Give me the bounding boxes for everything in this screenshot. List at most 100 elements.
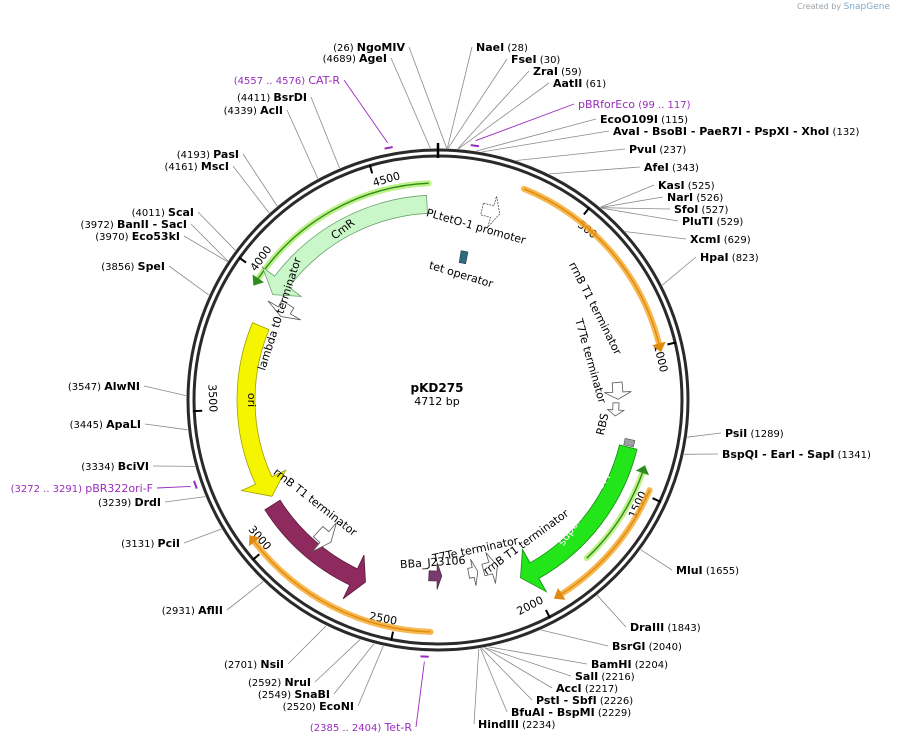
t7te-terminator-arrow-bottom [467,558,479,586]
rrnb-t1-terminator-arrow-bottom [481,552,498,584]
orf-arrowhead-top-right [652,341,666,353]
restriction-site-label: (3970) Eco53kI [95,230,180,243]
site-leader-line [164,496,206,503]
restriction-site-label: (2592) NruI [248,676,311,689]
tick-mark [251,553,260,561]
orf-arrowhead-bottom-orange [249,535,261,547]
tick-mark [368,164,374,174]
restriction-site-label: (3856) SpeI [101,260,165,273]
site-leader-line [458,82,550,150]
site-leader-line [168,265,210,296]
feature-label-tet-operator: tet operator [427,259,495,291]
restriction-site-label: KasI (525) [658,179,715,192]
site-leader-line [516,148,626,161]
site-leader-line [390,57,431,149]
site-leader-line [333,643,375,695]
restriction-site-label: (3445) ApaLI [70,418,141,431]
orf-arrow-right-orange-core [561,489,651,595]
restriction-site-label: EcoO109I (115) [600,113,688,126]
restriction-site-label: SfoI (527) [674,203,729,216]
feature-label-pltet-promoter: PLtetO-1 promoter [425,206,528,247]
site-leader-line [601,207,679,222]
restriction-site-label: BamHI (2204) [591,658,668,671]
restriction-site-label: (3334) BciVI [81,460,149,473]
site-leader-line [314,639,361,683]
plasmid-center: pKD275 4712 bp [411,381,464,408]
restriction-site-label: (26) NgoMIV [333,41,405,54]
restriction-site-label: PvuI (237) [629,143,686,156]
restriction-site-label: (4689) AgeI [323,52,387,65]
restriction-site-label: BsrGI (2040) [612,640,682,653]
restriction-site-label: (2701) NsiI [224,658,284,671]
tick-mark [238,256,247,264]
primer-label: (2385 .. 2404) Tet-R [310,721,413,734]
restriction-site-label: ZraI (59) [533,65,582,78]
site-leader-line [596,595,627,628]
tick-label: 3500 [205,384,219,413]
site-leader-line [286,109,319,179]
rrnb-t1-terminator-arrow-right [604,381,632,400]
credit-prefix: Created by [797,2,842,11]
restriction-site-label: (4339) AclI [224,104,283,117]
primer-mark [193,480,198,489]
restriction-site-label: (3547) AlwNI [68,380,140,393]
primer-leader-line [475,103,575,142]
restriction-site-label: FseI (30) [511,53,560,66]
tet-operator-box [458,250,469,265]
restriction-site-label: XcmI (629) [690,233,751,246]
site-leader-line [600,207,671,210]
leader-lines [143,46,722,728]
orf-arrowhead-right-orange [553,588,566,600]
site-leader-line [476,118,597,152]
site-leader-line [662,256,697,286]
restriction-site-label: (4011) ScaI [132,206,194,219]
primer-leader-line [415,661,425,728]
restriction-site-label: AvaI - BsoBI - PaeR7I - PspXI - XhoI (13… [613,125,860,138]
site-leader-line [447,58,508,149]
feature-label-rrnb-t1-right: rrnB T1 terminator [566,260,624,358]
feature-label-ori: ori [245,393,258,407]
restriction-site-label: MluI (1655) [676,564,739,577]
site-leader-line [482,130,610,153]
site-labels: (26) NgoMIV NaeI (28)FseI (30)ZraI (59)Aa… [11,41,871,734]
restriction-site-label: SalI (2216) [575,670,635,683]
site-leader-line [183,235,228,262]
orf-arrowhead-right-green [635,465,649,476]
plasmid-name: pKD275 [411,381,464,395]
bba-j23106-arrow [428,562,443,590]
site-leader-line [484,647,553,689]
t7te-terminator-arrow-right [606,402,626,417]
site-leader-line [687,432,722,438]
site-leader-line [242,153,278,207]
site-leader-line [625,231,687,240]
orf-arrow-bottom-orange-core [253,541,431,633]
restriction-site-label: AfeI (343) [644,161,699,174]
primer-label: (3272 .. 3291) pBR322ori-F [11,482,153,495]
cmr-arrow [261,194,428,297]
snapgene-credit: Created by SnapGene [797,2,890,12]
restriction-site-label: (2931) AflII [162,604,223,617]
restriction-site-label: (3131) PciI [121,537,180,550]
primer-mark [384,146,393,150]
tick-mark [652,497,662,503]
site-leader-line [144,423,188,431]
restriction-site-label: HpaI (823) [700,251,759,264]
site-leader-line [600,184,655,208]
restriction-site-label: NaeI (28) [476,41,528,54]
restriction-site-label: (4193) PasI [177,148,239,161]
restriction-site-label: (4411) BsrDI [237,91,307,104]
restriction-site-label: DraIII (1843) [630,621,701,634]
site-leader-line [226,581,264,611]
site-leader-line [287,625,327,665]
tick-label: 2000 [515,594,546,618]
primer-leader-line [156,485,191,489]
snapgene-logo: SnapGene [843,2,890,12]
restriction-site-label: BfuAI - BspMI (2229) [511,706,631,719]
rrnb-t1-terminator-arrow-left [312,522,337,552]
tick-label: 1000 [651,343,670,373]
lambda-t0-terminator-arrow [267,299,301,321]
restriction-site-label: AatII (61) [553,77,606,90]
superfolder-gfp-arrow [520,444,638,593]
site-leader-line [447,46,473,149]
